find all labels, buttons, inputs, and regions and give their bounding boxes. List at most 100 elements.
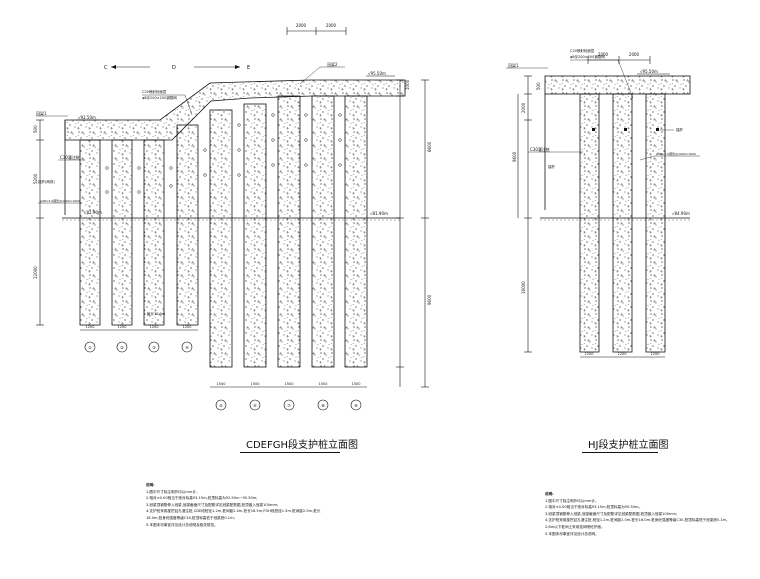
hj-pile-dim-3: 1200: [651, 352, 660, 356]
right-top-dim-2: 2000: [629, 52, 640, 57]
right-note-0: 说明:: [545, 492, 554, 496]
large-piles: [209, 95, 368, 368]
left-note-5: 18.0m,桩身砼强度等级C30,桩顶标高低于冠梁底0.1m;: [146, 515, 235, 520]
right-left-dim-2: 2000: [521, 102, 526, 113]
hj-anchor-label: 锚杆: [548, 164, 556, 169]
anchor-label: 锚杆(两排): [38, 179, 55, 184]
left-drawing-title: CDEFGH段支护桩立面图: [246, 440, 359, 451]
slope-label: φ48×3.0钢管@1000×1000: [40, 198, 80, 203]
left-elev-top-left: √92.50m: [78, 115, 96, 120]
right-left-dim-1: 500: [536, 82, 541, 90]
right-top-dim-1: 2000: [598, 52, 609, 57]
right-note-6: 5.本图未尽事宜详见设计总说明。: [545, 531, 599, 536]
right-note-1: 1.图中尺寸除注明外均以mm计。: [545, 498, 599, 503]
pile-id-2: ②: [120, 345, 124, 350]
beam-callout-line-1: C20喷射砼面层: [142, 89, 167, 94]
pile-id-5: ⑤: [219, 403, 223, 408]
hj-beam-label: 冠梁1: [508, 62, 519, 68]
small-pile-length-label: 桩长12.0m: [147, 311, 166, 316]
left-note-0: 说明:: [146, 483, 155, 487]
left-note-4: 4.支护桩采用旋挖钻孔灌注桩,CDE段桩径1.2m,桩间距2.0m,桩长16.5…: [146, 509, 321, 514]
pile-id-4: ④: [185, 345, 189, 350]
beam-callout-line-2: φ8@200×200钢筋网: [142, 95, 177, 100]
hj-callout-line-2: φ8@200×200钢筋网: [570, 54, 605, 59]
left-left-dim-2: 5200: [33, 173, 38, 184]
pile-8: [311, 95, 335, 368]
right-left-dim-3: 9600: [512, 151, 517, 162]
hj-pile-dim-1: 1200: [585, 352, 594, 356]
left-elev-pit: √81.90m: [84, 210, 102, 215]
pile-2: [111, 139, 133, 326]
anchor-points: [105, 113, 342, 194]
pile-id-7: ⑦: [287, 403, 291, 408]
hj-pile-3: [645, 93, 666, 353]
left-left-dim-1: 500: [33, 125, 38, 133]
pile-id-1: ①: [88, 345, 92, 350]
hj-anchor-callout: 锚杆: [676, 127, 684, 132]
small-pile-dim-4: 1200: [183, 325, 192, 329]
hj-anchor-2: [624, 128, 627, 131]
section-mark-c: C: [104, 65, 108, 71]
pile-id-9: ⑨: [354, 403, 358, 408]
left-top-dimension: 2000 2000: [286, 23, 347, 35]
hj-callout-line-1: C20喷射砼面层: [570, 48, 595, 53]
large-pile-dim-4: 1500: [319, 382, 328, 386]
left-right-dim-2: 8600: [427, 141, 432, 152]
pile-5: [209, 109, 233, 368]
left-top-dim-1: 2000: [296, 23, 307, 28]
pile-id-3: ③: [152, 345, 156, 350]
pile-4: [176, 124, 199, 326]
left-title-underline: [240, 452, 340, 453]
left-right-dimension: 1000 8600 9600: [396, 79, 432, 388]
left-right-dim-3: 9600: [427, 294, 432, 305]
hj-concrete-label: C30灌注桩: [530, 146, 550, 152]
right-drawing-title: HJ段支护桩立面图: [588, 440, 669, 451]
pile-id-8: ⑧: [321, 403, 325, 408]
large-pile-dim-5: 1500: [352, 382, 361, 386]
concrete-pile-label: C30灌注桩: [60, 154, 80, 160]
pile-6: [243, 103, 267, 368]
pile-1: [79, 139, 101, 326]
large-pile-dim-1: 1500: [217, 382, 226, 386]
crown-beam-2-label: 冠梁2: [327, 61, 338, 67]
small-pile-dim-2: 1200: [118, 325, 127, 329]
right-note-2: 2.相对±0.00相当于绝对标高93.15m,桩顶标高为95.50m。: [545, 505, 643, 510]
hj-pile-dim-2: 1200: [618, 352, 627, 356]
hj-slope-label: φ48×3.0钢管@1000×1000: [656, 151, 696, 156]
hj-pile-1: [579, 93, 600, 353]
right-notes: 说明: 1.图中尺寸除注明外均以mm计。 2.相对±0.00相当于绝对标高93.…: [545, 491, 730, 537]
left-top-dim-2: 2000: [326, 23, 337, 28]
left-left-dimension: 500 5200 12000: [33, 119, 44, 326]
hj-elev-ground: √84.90m: [672, 211, 690, 216]
small-pile-dim-3: 1200: [150, 325, 159, 329]
left-note-6: 5.本图未尽事宜详见设计总说明及相关规范。: [146, 522, 218, 527]
small-pile-dim-1: 1200: [86, 325, 95, 329]
right-note-3: 3.冠梁顶钢筋伸入冠梁,冠梁截面尺寸及配筋详见冠梁配筋图,桩顶嵌入冠梁100mm…: [545, 511, 678, 516]
left-elev-ground: √81.90m: [370, 211, 388, 216]
pile-9: [344, 95, 368, 368]
pile-id-6: ⑥: [253, 403, 257, 408]
hj-pile-2: [612, 93, 633, 353]
right-elevation-drawing: 2000 2000 500 2000 9600 16000: [506, 48, 700, 358]
section-mark-e: E: [247, 65, 250, 71]
right-note-4: 4.支护桩采用旋挖钻孔灌注桩,桩径1.2m,桩间距2.0m,桩长16.0m,桩身…: [545, 518, 730, 523]
hj-elev-top: √95.50m: [640, 69, 658, 74]
hj-pile-dims: 1200 1200 1200: [580, 352, 665, 358]
large-pile-dim-2: 1500: [251, 382, 260, 386]
right-title-underline: [582, 452, 658, 453]
pile-3: [143, 139, 165, 326]
small-pile-ids: ① ② ③ ④: [84, 341, 193, 353]
left-left-dim-3: 12000: [33, 266, 38, 279]
crown-beam-right: [544, 75, 691, 95]
section-marks: C D E: [104, 65, 250, 71]
crown-beam-1-label: 冠梁1: [36, 110, 47, 116]
left-note-3: 3.冠梁顶钢筋伸入冠梁,冠梁截面尺寸及配筋详见冠梁配筋图,桩顶嵌入冠梁100mm…: [146, 502, 279, 507]
small-piles: [79, 124, 199, 326]
small-pile-dims: 1200 1200 1200 1200: [80, 325, 198, 331]
hj-anchor-3: [656, 128, 659, 131]
left-right-dim-1: 1000: [405, 79, 410, 90]
left-note-2: 2.相对±0.00相当于绝对标高93.15m,桩顶标高为92.50m~95.50…: [146, 496, 258, 501]
right-note-5: 2.8m以下桩间土采用挂网喷砼护面。: [545, 524, 605, 529]
right-left-dimension: 500 2000 9600 16000: [512, 75, 541, 353]
